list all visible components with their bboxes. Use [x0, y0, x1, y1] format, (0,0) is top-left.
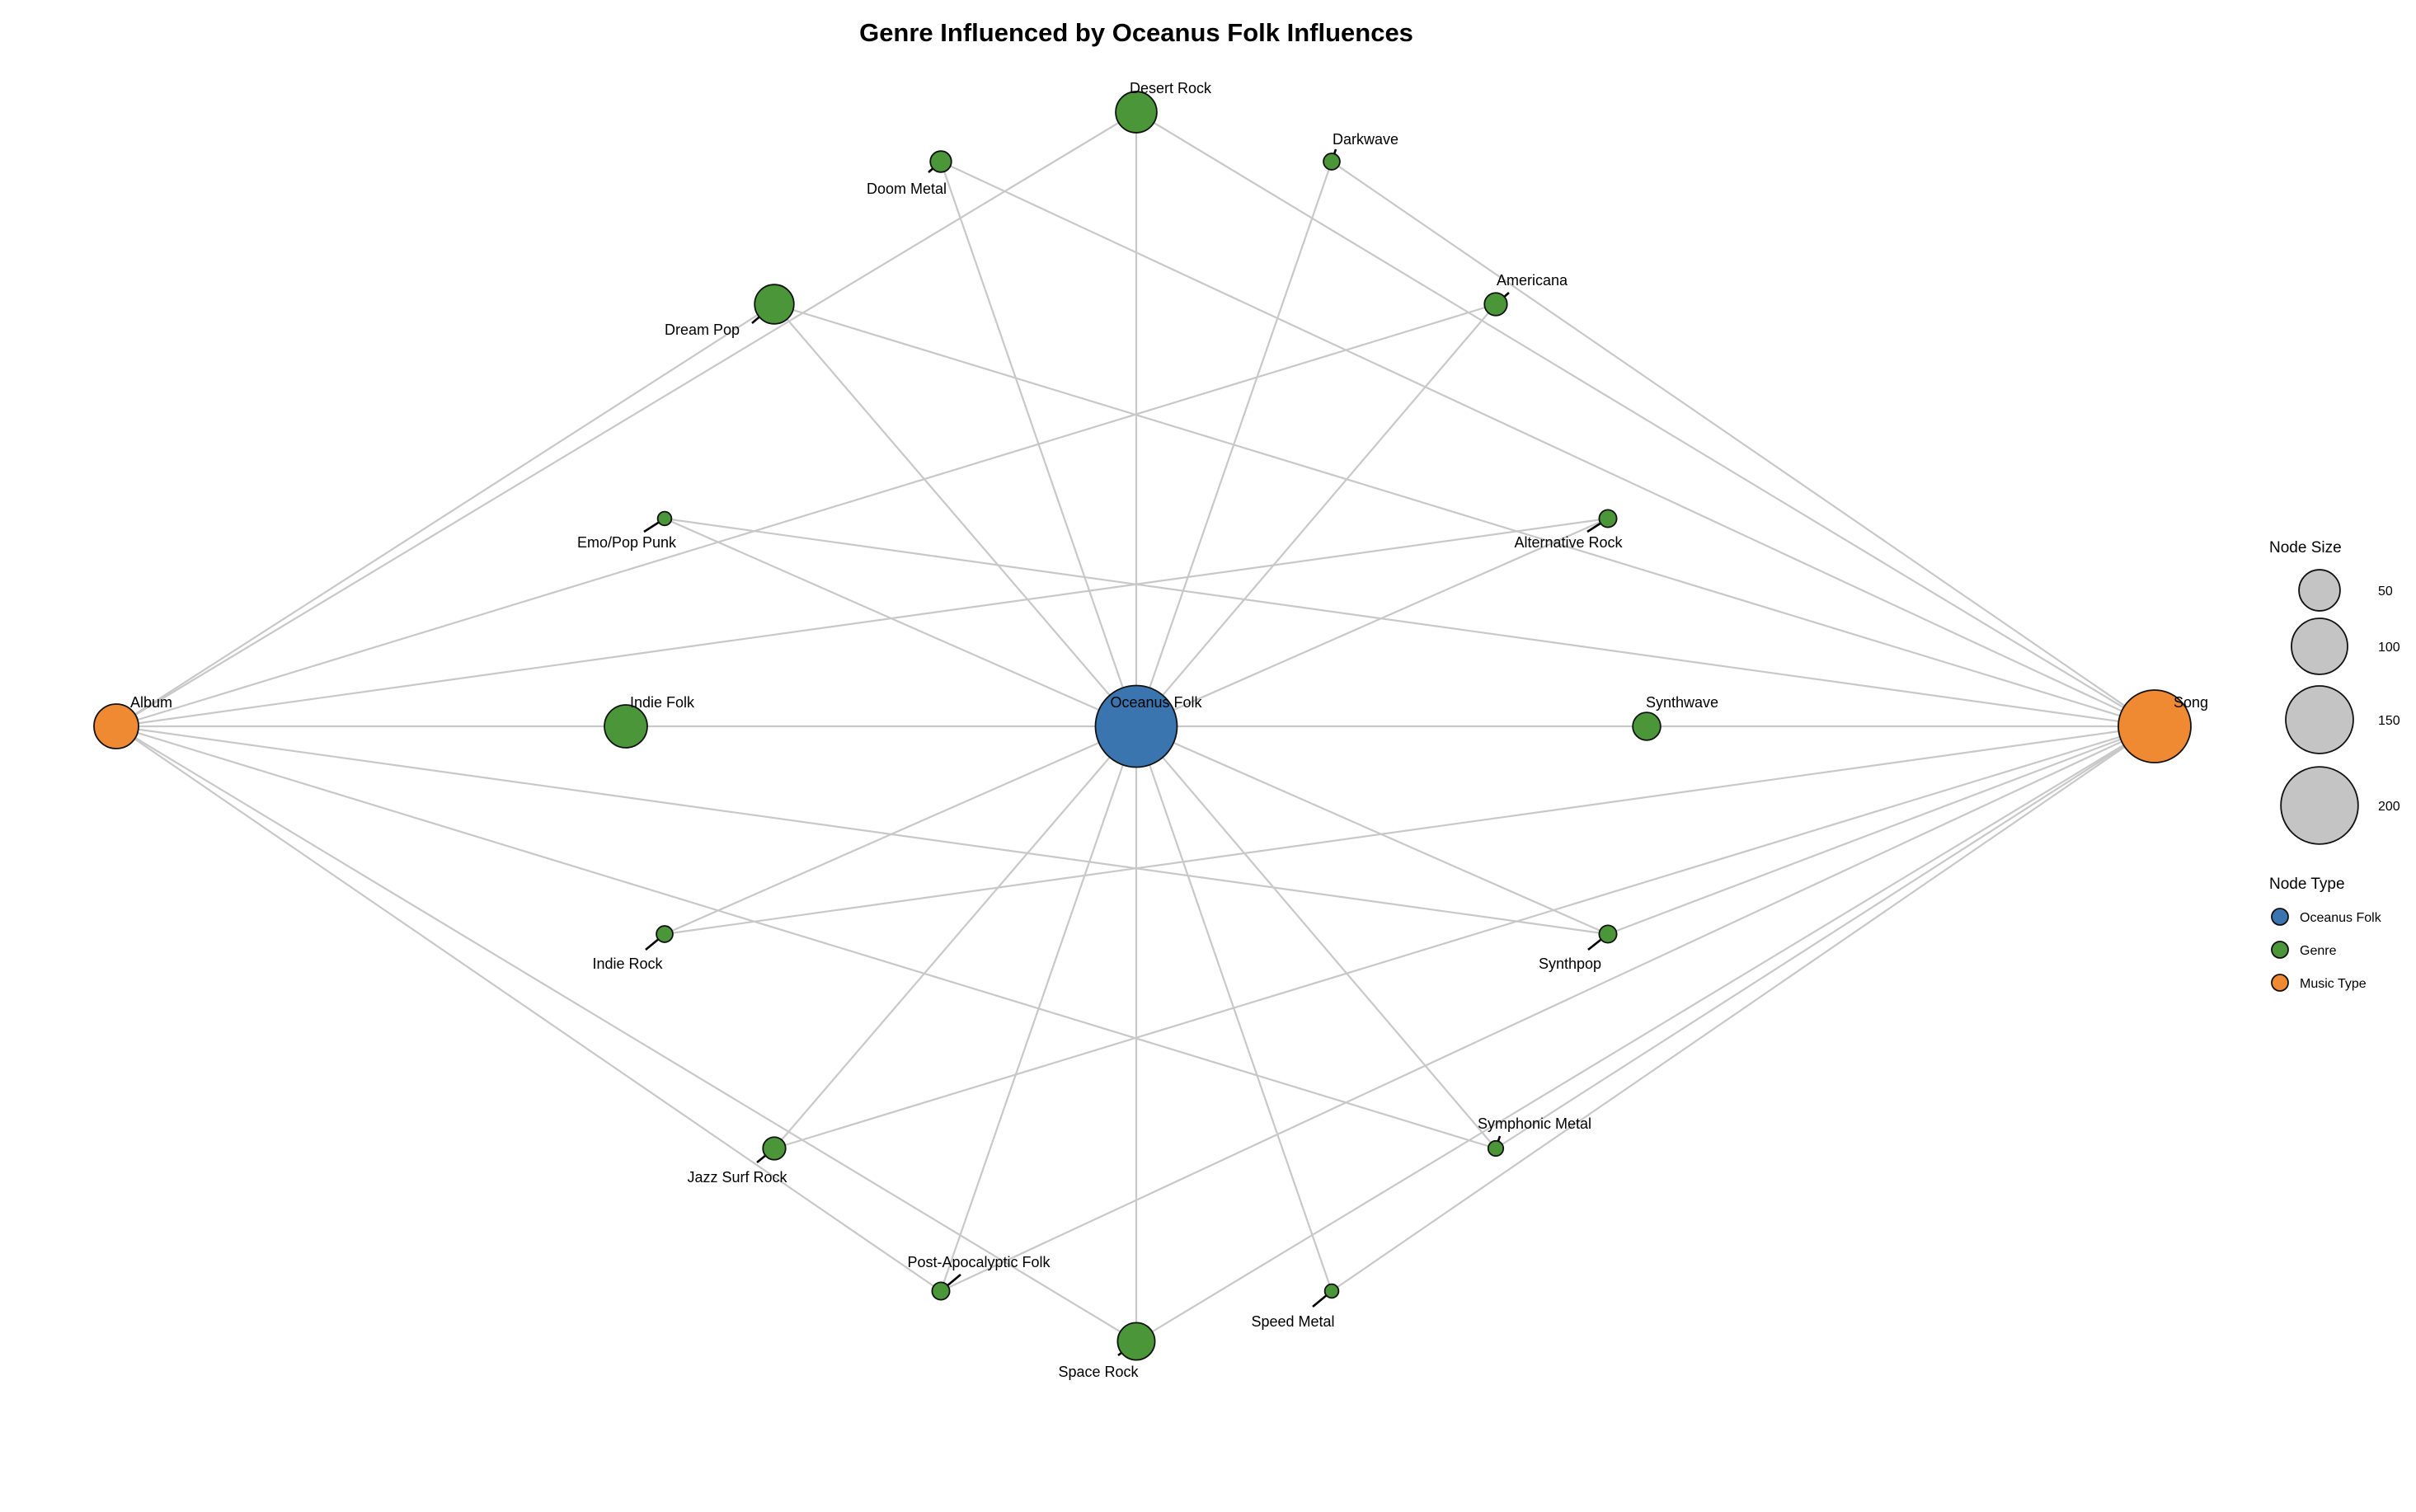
node-album[interactable]: [93, 703, 139, 749]
node-oceanus_folk[interactable]: [1094, 684, 1178, 768]
edge-album-post_apocalyptic_folk: [115, 725, 942, 1292]
legend-type-title: Node Type: [2269, 876, 2345, 893]
node-space_rock[interactable]: [1116, 1322, 1156, 1361]
node-label-doom_metal: Doom Metal: [867, 181, 947, 197]
node-song[interactable]: [2118, 689, 2192, 763]
edge-oceanus_folk-symphonic_metal: [1135, 725, 1497, 1149]
node-speed_metal[interactable]: [1323, 1283, 1340, 1299]
edge-song-indie_rock: [664, 725, 2155, 936]
legend: Node Size 50 100 150 200 Node Type Oceanus …: [2269, 539, 2400, 992]
edge-album-symphonic_metal: [115, 725, 1497, 1150]
legend-size-circle-50: [2298, 569, 2341, 612]
node-indie_folk[interactable]: [604, 704, 648, 749]
edges-layer: [115, 111, 2155, 1342]
legend-type-swatch-genre: [2271, 941, 2289, 959]
edge-oceanus_folk-dream_pop: [773, 303, 1137, 727]
legend-size-label-200: 200: [2378, 800, 2400, 814]
node-label-americana: Americana: [1497, 272, 1568, 289]
node-emo_pop_punk[interactable]: [656, 510, 673, 527]
node-symphonic_metal[interactable]: [1487, 1139, 1505, 1157]
node-alternative_rock[interactable]: [1598, 509, 1618, 528]
legend-size-circle-100: [2291, 617, 2348, 675]
edge-album-space_rock: [115, 725, 1137, 1342]
edge-song-synthpop: [1607, 725, 2155, 936]
legend-type-swatch-music_type: [2271, 974, 2289, 992]
node-label-symphonic_metal: Symphonic Metal: [1478, 1115, 1591, 1132]
node-darkwave[interactable]: [1323, 153, 1341, 171]
legend-size-items: 50 100 150 200: [2280, 569, 2400, 845]
edge-song-darkwave: [1331, 161, 2155, 727]
node-indie_rock[interactable]: [656, 925, 674, 943]
edge-oceanus_folk-indie_rock: [664, 725, 1137, 936]
node-label-alternative_rock: Alternative Rock: [1514, 534, 1623, 551]
legend-type-label-music_type: Music Type: [2300, 977, 2367, 991]
edge-oceanus_folk-emo_pop_punk: [664, 517, 1137, 728]
legend-size-circle-200: [2280, 766, 2359, 845]
node-labels-layer: Oceanus Folk Album Song Desert RockDarkwave…: [130, 80, 2208, 1380]
node-label-post_apocalyptic_folk: Post-Apocalyptic Folk: [907, 1254, 1051, 1270]
edge-song-dream_pop: [773, 303, 2155, 728]
node-label-speed_metal: Speed Metal: [1251, 1313, 1334, 1330]
node-label-song: Song: [2174, 694, 2208, 711]
node-label-synthpop: Synthpop: [1539, 956, 1601, 972]
edge-oceanus_folk-jazz_surf_rock: [773, 725, 1137, 1149]
node-label-indie_folk: Indie Folk: [630, 694, 695, 711]
node-americana[interactable]: [1483, 292, 1508, 317]
nodes-layer: [93, 91, 2192, 1361]
node-post_apocalyptic_folk[interactable]: [931, 1281, 951, 1301]
edge-song-jazz_surf_rock: [773, 725, 2155, 1150]
node-label-oceanus_folk: Oceanus Folk: [1110, 694, 1202, 711]
node-label-synthwave: Synthwave: [1646, 694, 1718, 711]
edge-album-dream_pop: [115, 303, 775, 727]
node-synthwave[interactable]: [1632, 711, 1662, 741]
edge-oceanus_folk-americana: [1135, 303, 1497, 727]
edge-oceanus_folk-synthpop: [1135, 725, 1609, 936]
node-label-jazz_surf_rock: Jazz Surf Rock: [687, 1169, 787, 1186]
node-label-dream_pop: Dream Pop: [665, 322, 740, 338]
edge-song-speed_metal: [1331, 725, 2155, 1292]
node-desert_rock[interactable]: [1115, 91, 1158, 134]
edge-song-emo_pop_punk: [664, 517, 2155, 728]
node-label-indie_rock: Indie Rock: [592, 956, 663, 972]
legend-size-label-100: 100: [2378, 641, 2400, 655]
edge-song-post_apocalyptic_folk: [940, 725, 2155, 1292]
legend-type-swatch-oceanus: [2271, 908, 2289, 926]
edge-song-doom_metal: [940, 161, 2155, 727]
edge-album-synthpop: [115, 725, 1609, 936]
chart-title: Genre Influenced by Oceanus Folk Influen…: [859, 18, 1413, 47]
node-label-darkwave: Darkwave: [1333, 131, 1398, 148]
node-label-desert_rock: Desert Rock: [1130, 80, 1212, 96]
node-dream_pop[interactable]: [754, 284, 795, 325]
edge-album-americana: [115, 303, 1497, 728]
node-doom_metal[interactable]: [929, 150, 952, 173]
legend-size-circle-150: [2285, 685, 2354, 754]
edge-song-symphonic_metal: [1495, 725, 2155, 1149]
legend-type-label-oceanus: Oceanus Folk: [2300, 911, 2382, 925]
node-label-emo_pop_punk: Emo/Pop Punk: [577, 534, 677, 551]
edge-oceanus_folk-alternative_rock: [1135, 517, 1609, 728]
legend-size-title: Node Size: [2269, 539, 2342, 556]
edge-song-space_rock: [1135, 725, 2155, 1342]
node-label-space_rock: Space Rock: [1058, 1364, 1139, 1380]
legend-size-label-50: 50: [2378, 585, 2393, 599]
legend-size-label-150: 150: [2378, 714, 2400, 728]
edge-album-desert_rock: [115, 111, 1137, 727]
node-jazz_surf_rock[interactable]: [762, 1136, 787, 1161]
edge-song-desert_rock: [1135, 111, 2155, 727]
legend-type-label-genre: Genre: [2300, 944, 2337, 958]
node-label-album: Album: [130, 694, 172, 711]
node-synthpop[interactable]: [1598, 924, 1618, 944]
edge-album-alternative_rock: [115, 517, 1609, 728]
